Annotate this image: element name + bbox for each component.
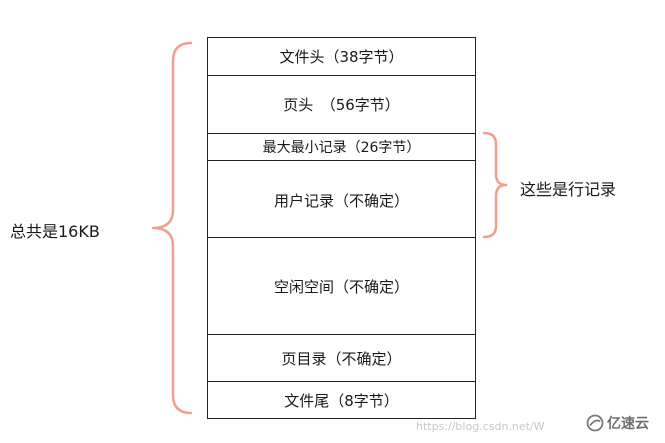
segment-infimum-supremum-label: 最大最小记录（26字节） xyxy=(262,140,421,156)
segment-file-trailer: 文件尾（8字节） xyxy=(208,382,475,418)
segment-page-header-label: 页头 （56字节） xyxy=(283,96,400,114)
segment-page-header: 页头 （56字节） xyxy=(208,76,475,134)
segment-user-records: 用户记录（不确定） xyxy=(208,161,475,238)
watermark-url: https://blog.csdn.net/W xyxy=(416,420,545,433)
segment-page-directory: 页目录（不确定） xyxy=(208,335,475,382)
total-size-brace xyxy=(151,41,193,415)
row-records-brace xyxy=(482,131,508,239)
page-structure-stack: 文件头（38字节） 页头 （56字节） 最大最小记录（26字节） 用户记录（不确… xyxy=(207,37,476,419)
segment-file-trailer-label: 文件尾（8字节） xyxy=(284,391,399,410)
segment-file-header-label: 文件头（38字节） xyxy=(279,48,404,66)
total-size-label: 总共是16KB xyxy=(10,222,100,241)
segment-infimum-supremum: 最大最小记录（26字节） xyxy=(208,134,475,161)
cloud-logo-icon xyxy=(586,414,604,432)
segment-file-header: 文件头（38字节） xyxy=(208,38,475,76)
segment-free-space-label: 空闲空间（不确定） xyxy=(273,277,409,296)
segment-page-directory-label: 页目录（不确定） xyxy=(281,349,402,368)
brand-logo-text: 亿速云 xyxy=(607,416,649,432)
row-records-label: 这些是行记录 xyxy=(520,180,617,199)
segment-user-records-label: 用户记录（不确定） xyxy=(273,192,409,210)
brand-logo: 亿速云 xyxy=(586,413,649,433)
segment-free-space: 空闲空间（不确定） xyxy=(208,238,475,335)
